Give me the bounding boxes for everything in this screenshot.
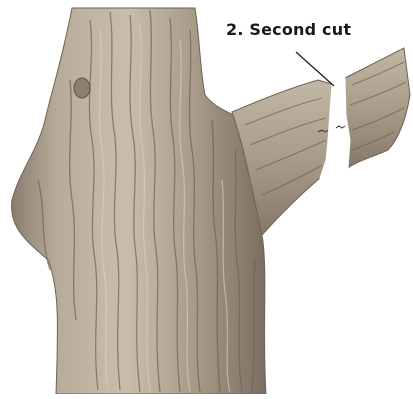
- bark-knot: [74, 78, 90, 98]
- second-cut-label: 2. Second cut: [226, 20, 351, 39]
- branch-tip: [345, 48, 410, 168]
